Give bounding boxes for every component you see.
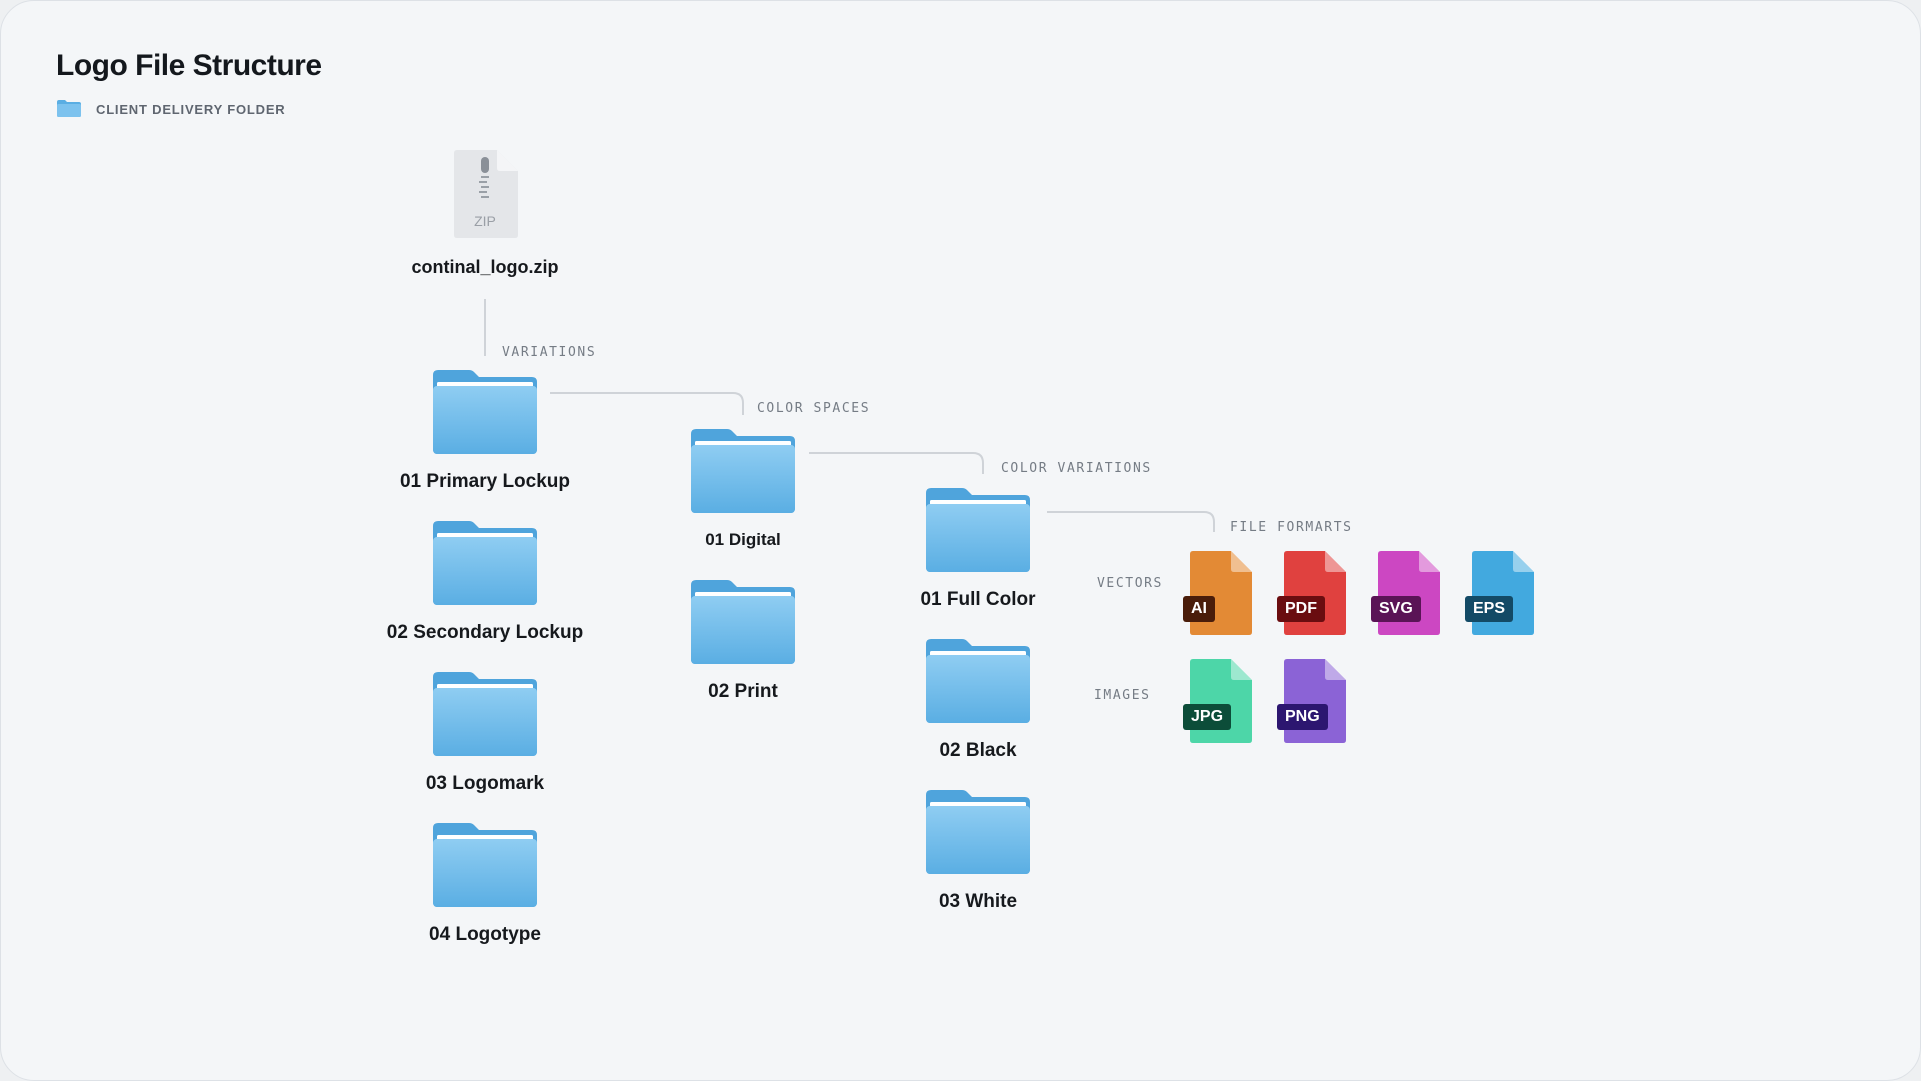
folder-label: 03 White [938, 891, 1018, 912]
connector-fullcolor-to-formats [1047, 511, 1215, 532]
section-color-variations: COLOR VARIATIONS [1001, 461, 1152, 476]
file-pdf[interactable]: PDF [1277, 550, 1347, 636]
svg-file-icon [1378, 551, 1440, 635]
file-type-badge: PNG [1277, 704, 1328, 730]
file-type-badge: EPS [1465, 596, 1514, 622]
connector-digital-to-color-variations [809, 452, 984, 474]
section-vectors: VECTORS [1097, 576, 1163, 591]
page-title: Logo File Structure [56, 49, 322, 82]
folder-label: 03 Logomark [425, 773, 545, 794]
section-images: IMAGES [1094, 688, 1151, 703]
folder-icon [689, 579, 797, 665]
folder-icon [689, 428, 797, 514]
folder-icon [924, 638, 1032, 724]
file-eps[interactable]: EPS [1465, 550, 1535, 636]
folder-label: 02 Secondary Lockup [386, 622, 584, 643]
pdf-file-icon [1284, 551, 1346, 635]
folder-label: 01 Full Color [920, 589, 1036, 610]
folder-label: 02 Print [708, 681, 778, 702]
file-type-badge: AI [1183, 596, 1215, 622]
folder-label: 01 Primary Lockup [399, 471, 571, 492]
zip-filename: continal_logo.zip [411, 257, 559, 277]
folder-icon [924, 789, 1032, 875]
folder-icon [431, 520, 539, 606]
folder-icon [431, 369, 539, 455]
file-svg[interactable]: SVG [1371, 550, 1441, 636]
folder-label: 02 Black [939, 740, 1017, 761]
file-type-badge: PDF [1277, 596, 1325, 622]
zip-badge: ZIP [474, 213, 496, 229]
ai-file-icon [1190, 551, 1252, 635]
eps-file-icon [1472, 551, 1534, 635]
section-file-formats: FILE FORMARTS [1230, 520, 1353, 535]
file-png[interactable]: PNG [1277, 658, 1347, 744]
section-variations: VARIATIONS [502, 345, 597, 360]
folder-label: 01 Digital [705, 530, 781, 549]
folder-icon [924, 487, 1032, 573]
connector-primary-to-color-spaces [550, 392, 744, 415]
file-ai[interactable]: AI [1183, 550, 1253, 636]
page-subtitle: CLIENT DELIVERY FOLDER [96, 102, 286, 117]
folder-icon [431, 822, 539, 908]
zip-file-icon [454, 150, 518, 238]
folder-icon [57, 100, 81, 117]
folder-icon [431, 671, 539, 757]
file-type-badge: JPG [1183, 704, 1232, 730]
jpg-file-icon [1190, 659, 1252, 743]
file-jpg[interactable]: JPG [1183, 658, 1253, 744]
png-file-icon [1284, 659, 1346, 743]
folder-label: 04 Logotype [429, 924, 541, 945]
section-color-spaces: COLOR SPACES [757, 401, 871, 416]
file-type-badge: SVG [1371, 596, 1421, 622]
